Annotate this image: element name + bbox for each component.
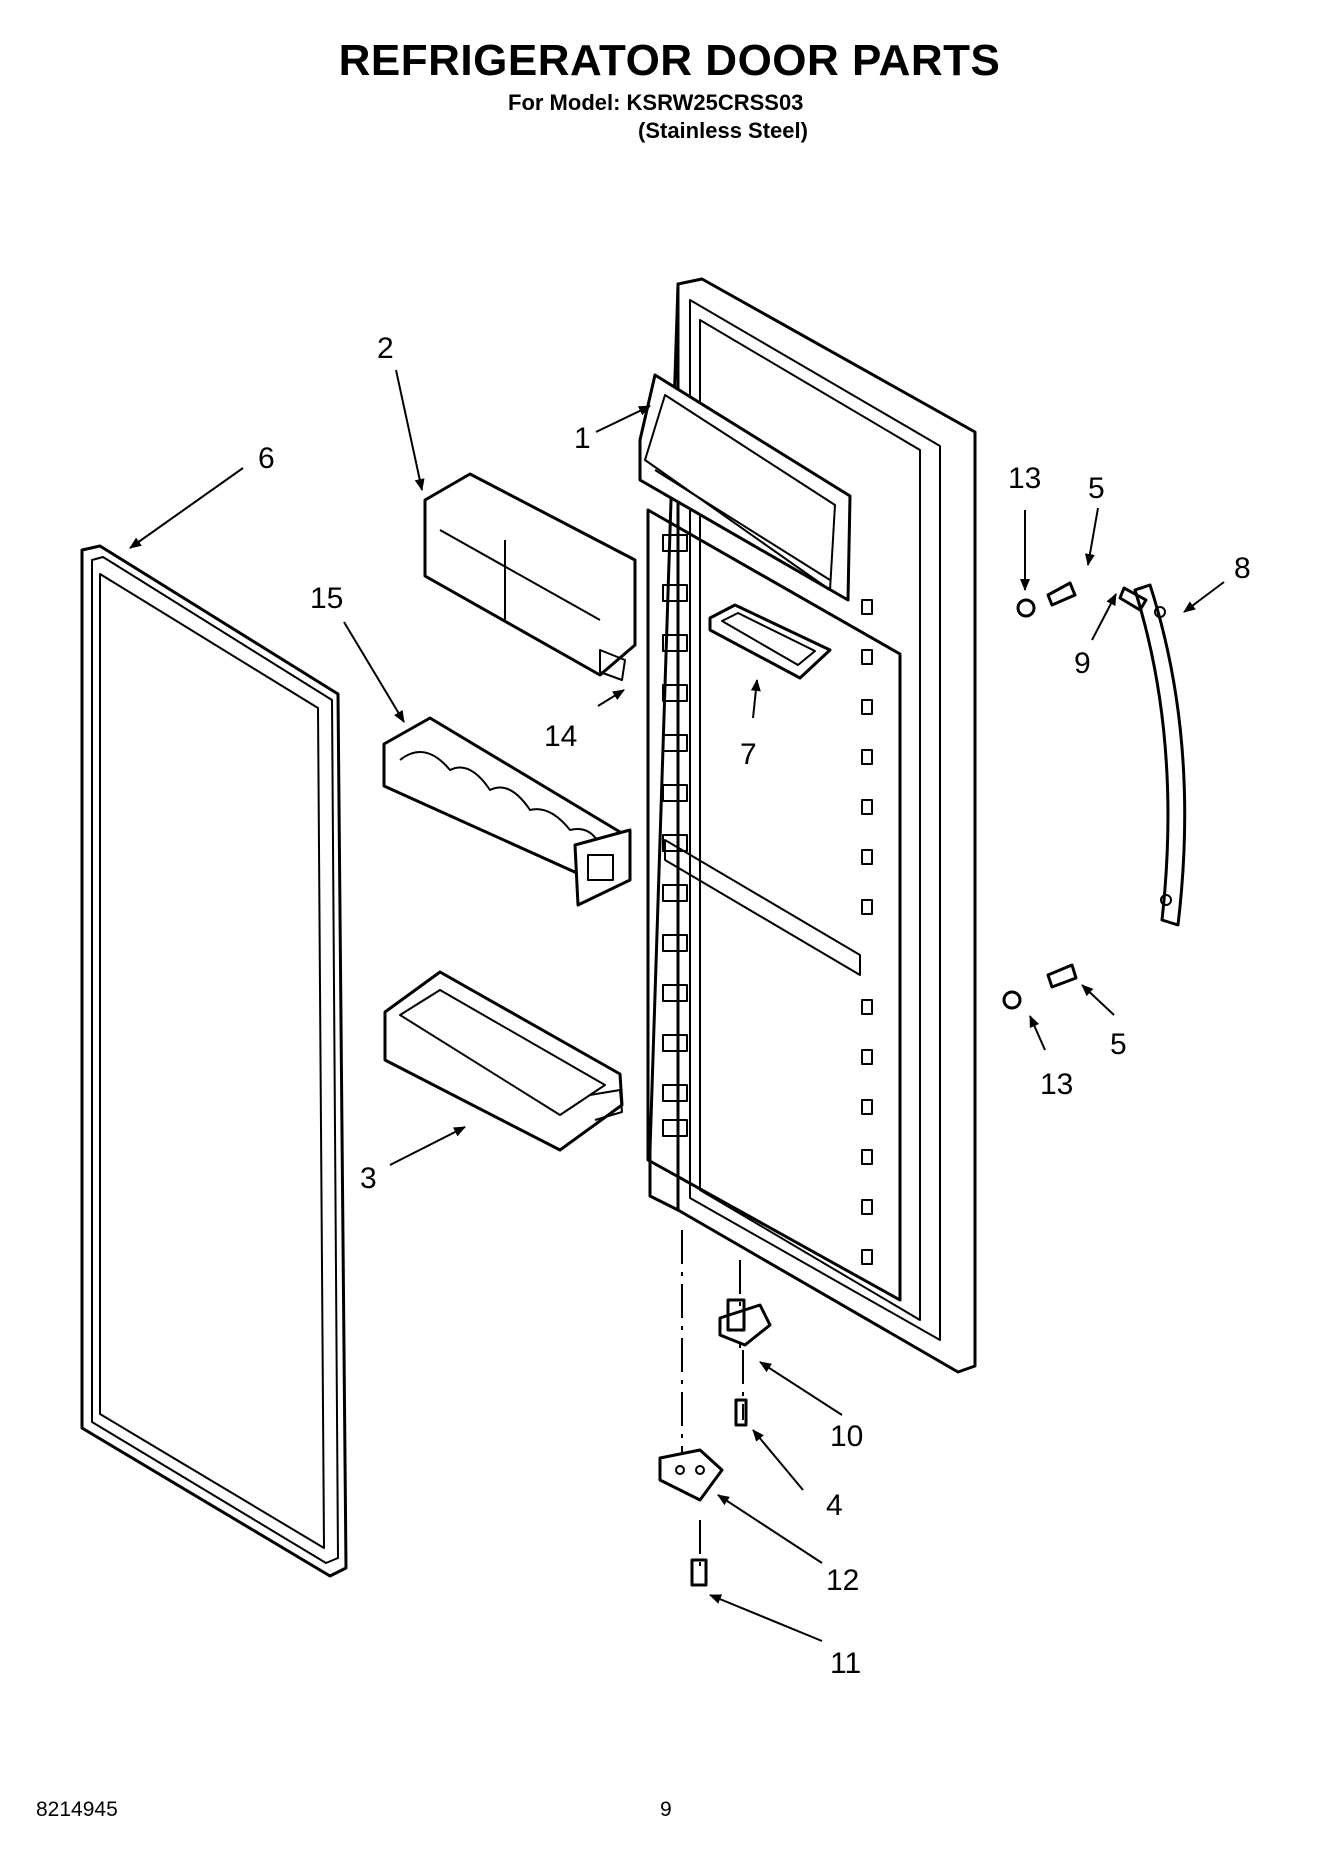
callout-5-upper: 5 bbox=[1088, 472, 1105, 505]
callout-5-lower: 5 bbox=[1110, 1028, 1127, 1061]
callout-9: 9 bbox=[1074, 647, 1091, 680]
callout-3: 3 bbox=[360, 1162, 377, 1195]
callout-14: 14 bbox=[544, 720, 577, 753]
document-number: 8214945 bbox=[36, 1798, 118, 1821]
callout-15: 15 bbox=[310, 582, 343, 615]
page-title: REFRIGERATOR DOOR PARTS bbox=[338, 36, 1001, 85]
door-liner-part bbox=[638, 277, 977, 1374]
utility-compartment-part bbox=[708, 603, 832, 680]
callout-4: 4 bbox=[826, 1489, 843, 1522]
model-line: For Model: KSRW25CRSS03 bbox=[508, 90, 804, 115]
callout-7: 7 bbox=[740, 738, 757, 771]
model-subtitle: For Model: KSRW25CRSS03 (Stainless Steel… bbox=[508, 89, 808, 145]
callout-8: 8 bbox=[1234, 552, 1251, 585]
callout-13-upper: 13 bbox=[1008, 462, 1041, 495]
callout-13-lower: 13 bbox=[1040, 1068, 1073, 1101]
hinge-parts bbox=[658, 1230, 772, 1587]
callout-11: 11 bbox=[830, 1647, 861, 1680]
callout-2: 2 bbox=[377, 332, 394, 365]
callout-6: 6 bbox=[258, 442, 275, 475]
handle-hardware-parts bbox=[1002, 581, 1148, 1010]
dairy-door-part bbox=[423, 472, 637, 681]
callout-1: 1 bbox=[574, 422, 591, 455]
egg-bin-part bbox=[382, 716, 632, 907]
door-handle-part bbox=[1133, 583, 1187, 927]
page-number: 9 bbox=[660, 1798, 672, 1821]
door-bin-part bbox=[383, 970, 624, 1152]
finish-line: (Stainless Steel) bbox=[638, 118, 808, 143]
callout-leaders bbox=[129, 369, 1225, 1642]
callout-10: 10 bbox=[830, 1420, 863, 1453]
callout-12: 12 bbox=[826, 1564, 859, 1597]
door-gasket-part bbox=[80, 544, 348, 1578]
